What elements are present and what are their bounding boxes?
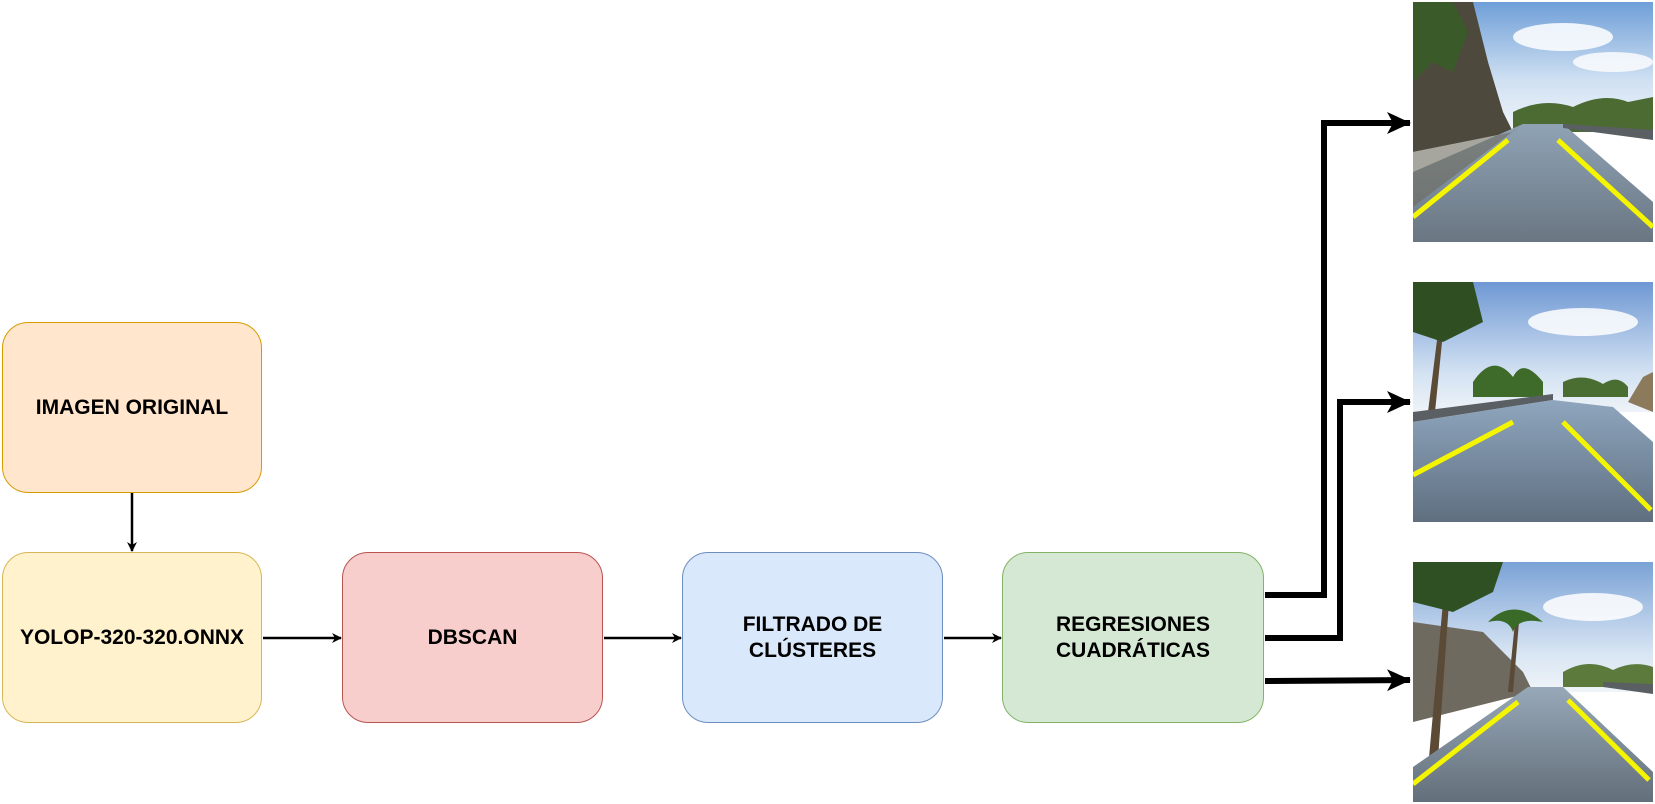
- node-filtrado-label: FILTRADO DE CLÚSTERES: [742, 612, 883, 662]
- node-filtrado: FILTRADO DE CLÚSTERES: [682, 552, 943, 723]
- lane-line-left: [1413, 700, 1520, 786]
- node-dbscan: DBSCAN: [342, 552, 603, 723]
- cloud: [1528, 308, 1638, 336]
- road: [1413, 400, 1653, 522]
- node-dbscan-label: DBSCAN: [427, 625, 518, 649]
- cloud: [1573, 52, 1653, 72]
- node-imagen-original: IMAGEN ORIGINAL: [2, 322, 262, 493]
- lane-line-left: [1413, 419, 1515, 478]
- lane-line-right: [1566, 698, 1651, 782]
- guardrail: [1413, 394, 1553, 422]
- palm-leaves: [1413, 562, 1503, 612]
- palm-tree: [1508, 622, 1519, 692]
- trees: [1513, 97, 1653, 132]
- result-image-1: [1413, 2, 1653, 242]
- trees: [1563, 377, 1628, 397]
- guardrail: [1603, 682, 1653, 694]
- palm-leaves: [1473, 365, 1543, 397]
- node-yolop-label: YOLOP-320-320.ONNX: [19, 625, 245, 649]
- guardrail: [1563, 124, 1653, 140]
- node-regresiones-label: REGRESIONES CUADRÁTICAS: [1055, 612, 1211, 662]
- result-image-3: [1413, 562, 1653, 802]
- arrow-regresiones-to-output-2: [1265, 391, 1411, 641]
- palm-leaves: [1413, 282, 1483, 342]
- lane-line-right: [1556, 138, 1653, 229]
- ground: [1413, 124, 1523, 242]
- cloud: [1543, 593, 1643, 621]
- palm-leaves: [1488, 609, 1543, 632]
- cloud: [1513, 23, 1613, 51]
- trees: [1413, 2, 1468, 82]
- trees: [1563, 663, 1653, 687]
- arrow-regresiones-to-output-3: [1264, 669, 1411, 692]
- palm-tree: [1428, 332, 1443, 412]
- result-image-2: [1413, 282, 1653, 522]
- rock: [1628, 372, 1653, 412]
- lane-line-right: [1561, 420, 1653, 512]
- node-regresiones: REGRESIONES CUADRÁTICAS: [1002, 552, 1264, 723]
- node-imagen-original-label: IMAGEN ORIGINAL: [35, 395, 229, 419]
- arrow-regresiones-to-output-1: [1265, 112, 1411, 598]
- road: [1413, 687, 1653, 802]
- node-yolop: YOLOP-320-320.ONNX: [2, 552, 262, 723]
- lane-line-left: [1413, 138, 1510, 219]
- palm-tree: [1425, 602, 1449, 802]
